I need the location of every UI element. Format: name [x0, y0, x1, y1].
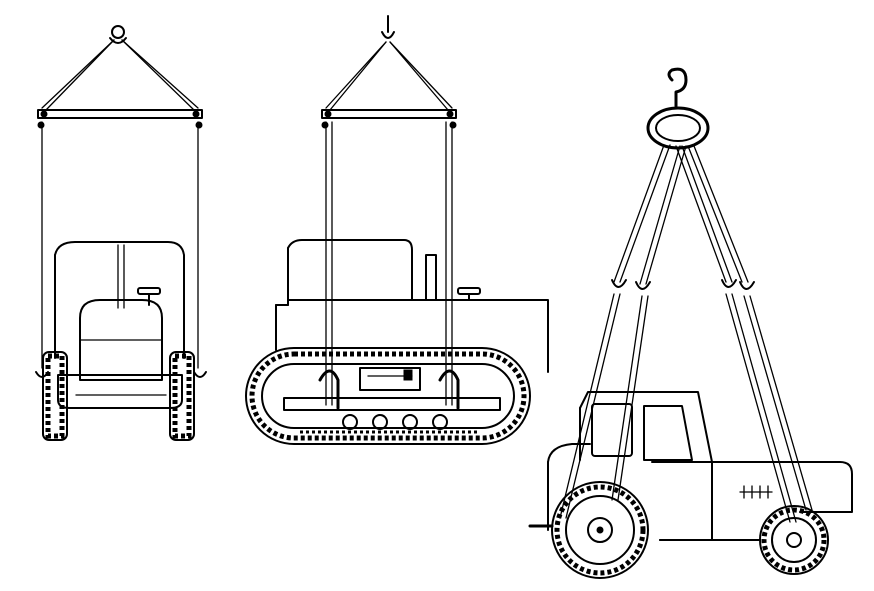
sling-ropes: [325, 41, 453, 111]
spreader-beam: [37, 109, 203, 129]
sling-ropes: [559, 144, 813, 523]
crawler-side-view: [245, 15, 549, 445]
crane-hook-icon: [109, 25, 127, 44]
crane-hook-icon: [381, 15, 395, 39]
spreader-beam: [321, 109, 457, 129]
wheeled-tractor-side-view: [528, 67, 853, 579]
crawler-body-front: [35, 241, 207, 441]
vertical-slings: [41, 121, 199, 369]
sling-ropes: [41, 39, 199, 111]
crawler-body-side: [245, 239, 549, 445]
vertical-slings: [325, 121, 453, 406]
crawler-front-view: [35, 25, 207, 441]
wheeled-tractor-body: [528, 391, 853, 579]
crane-hook-icon: [646, 67, 710, 150]
